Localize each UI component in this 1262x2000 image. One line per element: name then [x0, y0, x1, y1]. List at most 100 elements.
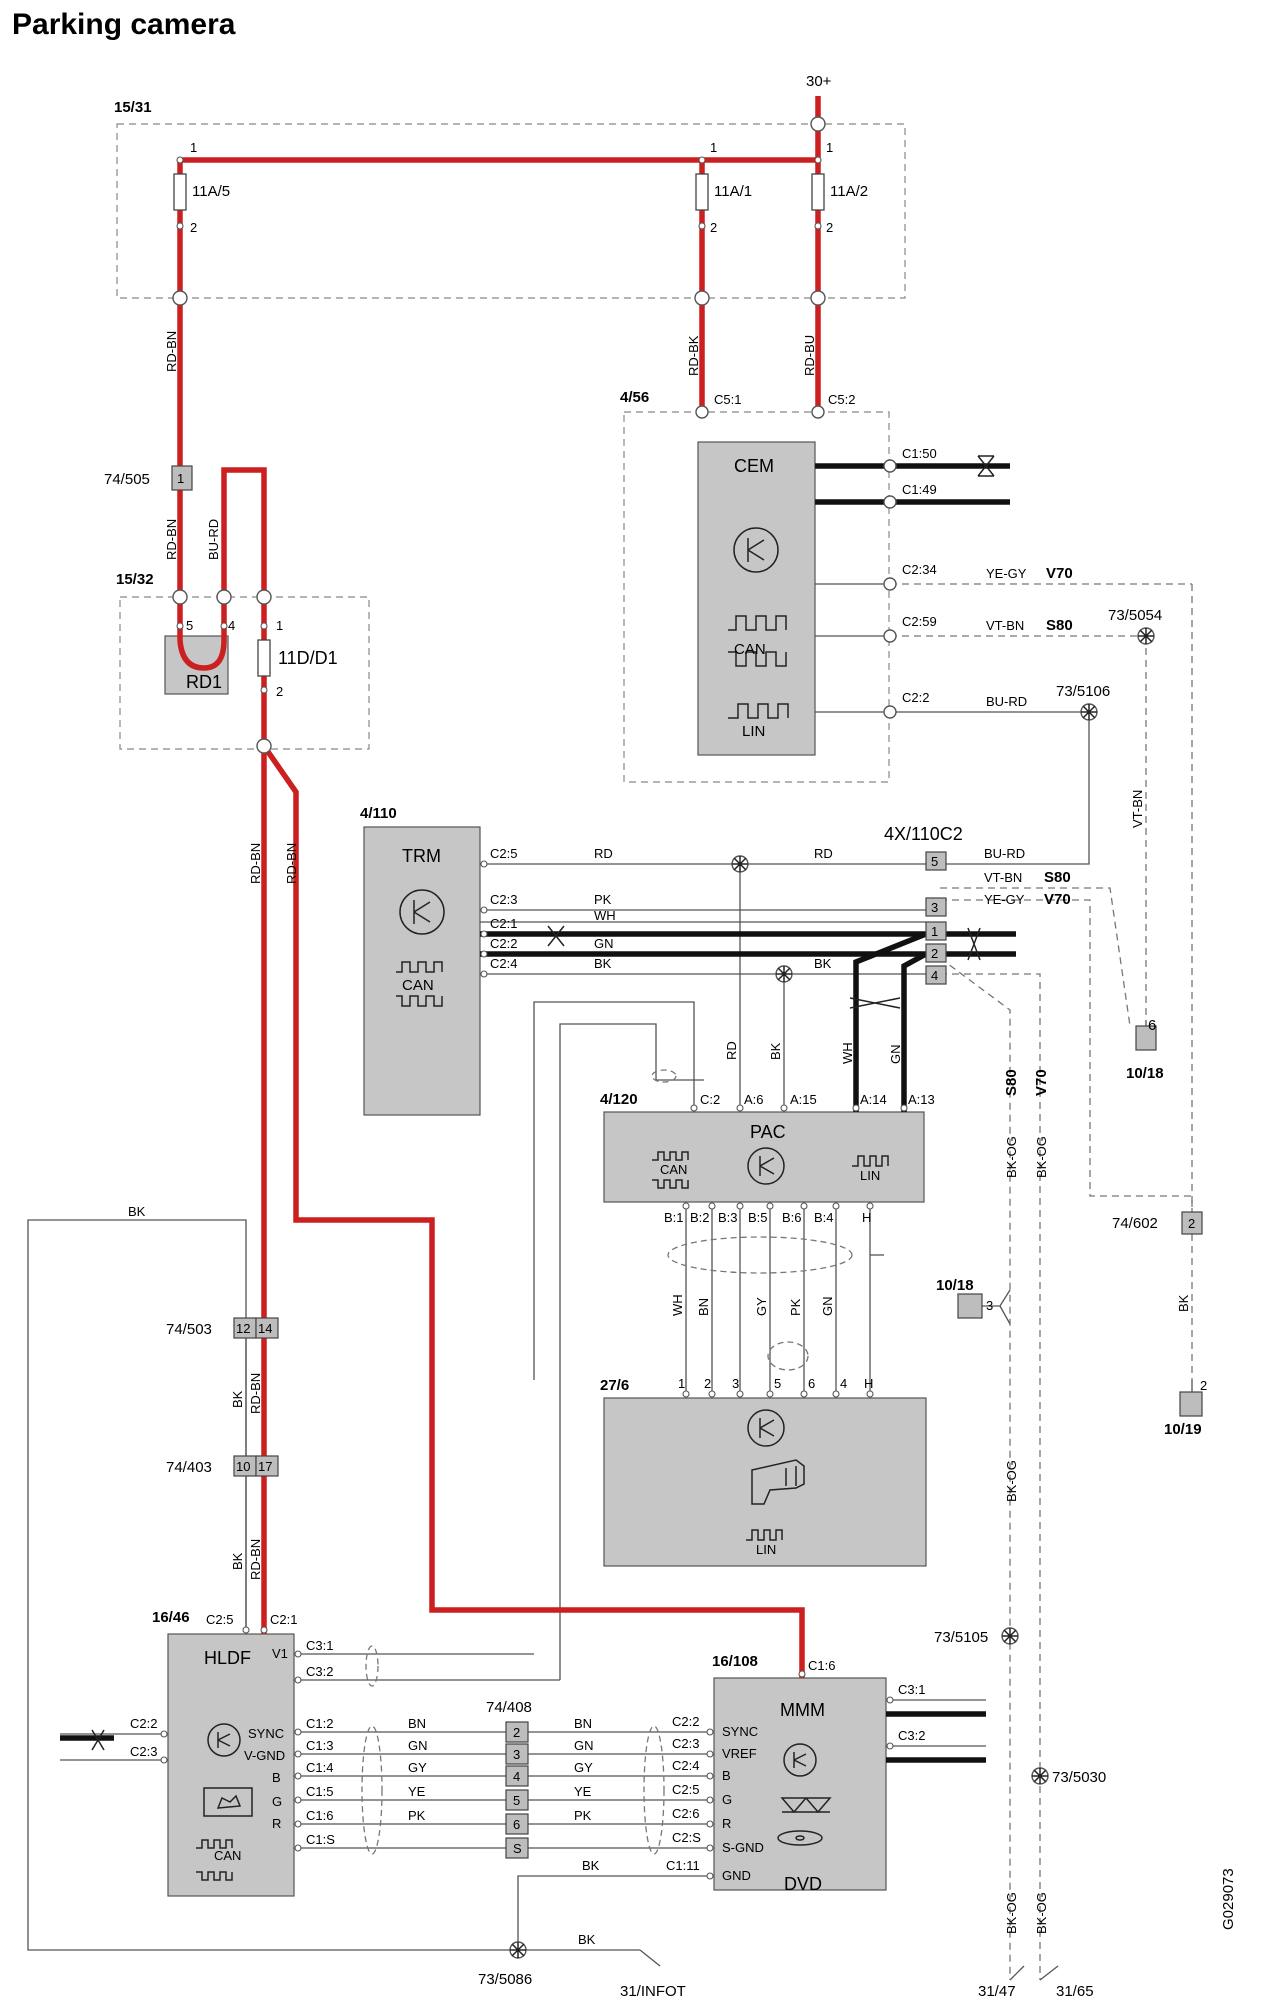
mmm-pin-c3-2: C3:2 — [898, 1728, 925, 1743]
wire-rd-bn-feed-2: RD-BN — [284, 843, 299, 884]
mmm-box — [713, 1677, 887, 1891]
cem-lin-wave-icon — [728, 703, 789, 719]
pac-can-label: CAN — [660, 1162, 687, 1177]
conn-74-505-label: 74/505 — [104, 471, 150, 488]
hldf-label-sync: SYNC — [248, 1726, 284, 1741]
pac-id-label: 4/120 — [600, 1091, 638, 1108]
wire-rd-bu: RD-BU — [802, 335, 817, 376]
pac-lin-label: LIN — [860, 1168, 880, 1183]
pac-bot-wire-gy: GY — [754, 1297, 769, 1316]
conn-74-408-pin-6 — [505, 1813, 529, 1835]
conn-74-602-pin — [1181, 1211, 1203, 1235]
cem-pin-c1-49: C1:49 — [902, 482, 937, 497]
camera-id-label: 27/6 — [600, 1377, 629, 1394]
conn-4x110-pin-3 — [925, 897, 947, 917]
ground-31-47-label: 31/47 — [978, 1983, 1016, 2000]
pac-top-wire-wh: WH — [840, 1042, 855, 1064]
camera-pin-5: 5 — [774, 1376, 781, 1391]
conn-74-503-pin-14 — [255, 1317, 279, 1339]
pac-bot-wire-wh: WH — [670, 1294, 685, 1316]
splice-bk — [775, 965, 793, 983]
cem-outline — [623, 411, 890, 783]
mmm-pin-c2-3: C2:3 — [672, 1736, 699, 1751]
pac-pin-h: H — [862, 1210, 871, 1225]
camera-device-icon — [751, 1459, 805, 1505]
splice-73-5086 — [509, 1941, 527, 1959]
shield-ellipses — [361, 1069, 853, 1855]
mmm-gnd-wire-bk: BK — [582, 1858, 600, 1873]
fuse-pin-1c: 1 — [826, 140, 833, 155]
fuse-11a2-label: 11A/2 — [830, 183, 868, 200]
mmm-pin-c2-5: C2:5 — [672, 1782, 699, 1797]
cem-pin-c5-2: C5:2 — [828, 392, 855, 407]
left-bus-wire-bk: BK — [128, 1204, 146, 1219]
module-icons — [196, 527, 889, 1881]
conn-74-602-wire-bk: BK — [1176, 1294, 1191, 1312]
fuse-11a2 — [811, 173, 825, 211]
mmm-label-r: R — [722, 1816, 731, 1831]
mmm-pin-c1-6: C1:6 — [808, 1658, 835, 1673]
wire-bk-og-1: BK-OG — [1004, 1136, 1019, 1178]
conn-74-408-pin3-label: 3 — [513, 1747, 520, 1762]
conn-74-403-pin10-label: 10 — [236, 1459, 250, 1474]
wire-rd-bn-top: RD-BN — [164, 331, 179, 372]
hldf-pin-c1-4: C1:4 — [306, 1760, 333, 1775]
conn-4x110-pin-2 — [925, 943, 947, 963]
conn-4x110-pin-4 — [925, 965, 947, 985]
pac-top-wire-gn: GN — [888, 1045, 903, 1065]
trm-wire-rd: RD — [594, 846, 613, 861]
conn-74-408-wire-ye-l: YE — [408, 1784, 426, 1799]
hldf-pin-c3-2: C3:2 — [306, 1664, 333, 1679]
splice-73-5030 — [1031, 1767, 1049, 1785]
wire-rd-bk: RD-BK — [686, 335, 701, 376]
ground-wire-bk: BK — [578, 1932, 596, 1947]
pac-lin-wave-icon — [852, 1155, 889, 1167]
camera-transistor-icon — [747, 1409, 785, 1447]
trm-wire-pk: PK — [594, 892, 612, 907]
conn-10-18b-block — [957, 1293, 983, 1319]
pac-pin-b5: B:5 — [748, 1210, 768, 1225]
document-id: G029073 — [1220, 1868, 1237, 1930]
wire-rd-bn-feed-1: RD-BN — [248, 843, 263, 884]
hldf-pin-c3-1: C3:1 — [306, 1638, 333, 1653]
splice-73-5105 — [1001, 1627, 1019, 1645]
mmm-pin-c3-1: C3:1 — [898, 1682, 925, 1697]
conn-74-408-wire-gy-l: GY — [408, 1760, 427, 1775]
mmm-pin-c2-s: C2:S — [672, 1830, 701, 1845]
conn-74-408-label: 74/408 — [486, 1699, 532, 1716]
trm-wire-wh: WH — [594, 908, 616, 923]
conn-10-18a-label: 10/18 — [1126, 1065, 1164, 1082]
pac-pin-a14: A:14 — [860, 1092, 887, 1107]
hldf-can-wave-icon — [196, 1839, 233, 1881]
conn-74-403-pin-17 — [255, 1455, 279, 1477]
wire-bk-og-5: BK-OG — [1034, 1892, 1049, 1934]
conn-74-408-wire-gn-l: GN — [408, 1738, 428, 1753]
camera-pin-h: H — [864, 1376, 873, 1391]
twist-icon-trm — [547, 925, 565, 947]
fuse-pin-2c: 2 — [826, 220, 833, 235]
fuse-pin-1a: 1 — [190, 140, 197, 155]
hldf-box — [167, 1633, 295, 1897]
conn-10-19-pin: 2 — [1200, 1378, 1207, 1393]
conn-74-505-pin-num: 1 — [177, 471, 184, 486]
conn-74-503-label: 74/503 — [166, 1321, 212, 1338]
cem-id-label: 4/56 — [620, 389, 649, 406]
pac-pin-a6: A:6 — [744, 1092, 764, 1107]
conn-74-505-pin — [171, 465, 193, 491]
power-wires — [177, 96, 821, 1678]
mmm-transistor-icon — [783, 1743, 817, 1777]
page-title: Parking camera — [12, 8, 236, 41]
conn-74-503-pin12-label: 12 — [236, 1321, 250, 1336]
hldf-label-g: G — [272, 1794, 282, 1809]
conn-74-503-wire-rd-bn: RD-BN — [248, 1373, 263, 1414]
mmm-pin-c2-4: C2:4 — [672, 1758, 699, 1773]
cem-transistor-icon — [733, 527, 779, 573]
conn-4x110-pin4-label: 4 — [931, 968, 938, 983]
trm-wire-bk-2: BK — [814, 956, 832, 971]
fuse-11a1-label: 11A/1 — [714, 183, 752, 200]
camera-lin-label: LIN — [756, 1542, 776, 1557]
pac-pin-b2: B:2 — [690, 1210, 710, 1225]
conn-74-503-pin14-label: 14 — [258, 1321, 272, 1336]
terminal-dots — [160, 156, 908, 1880]
dvd-disc-icon — [777, 1830, 823, 1846]
